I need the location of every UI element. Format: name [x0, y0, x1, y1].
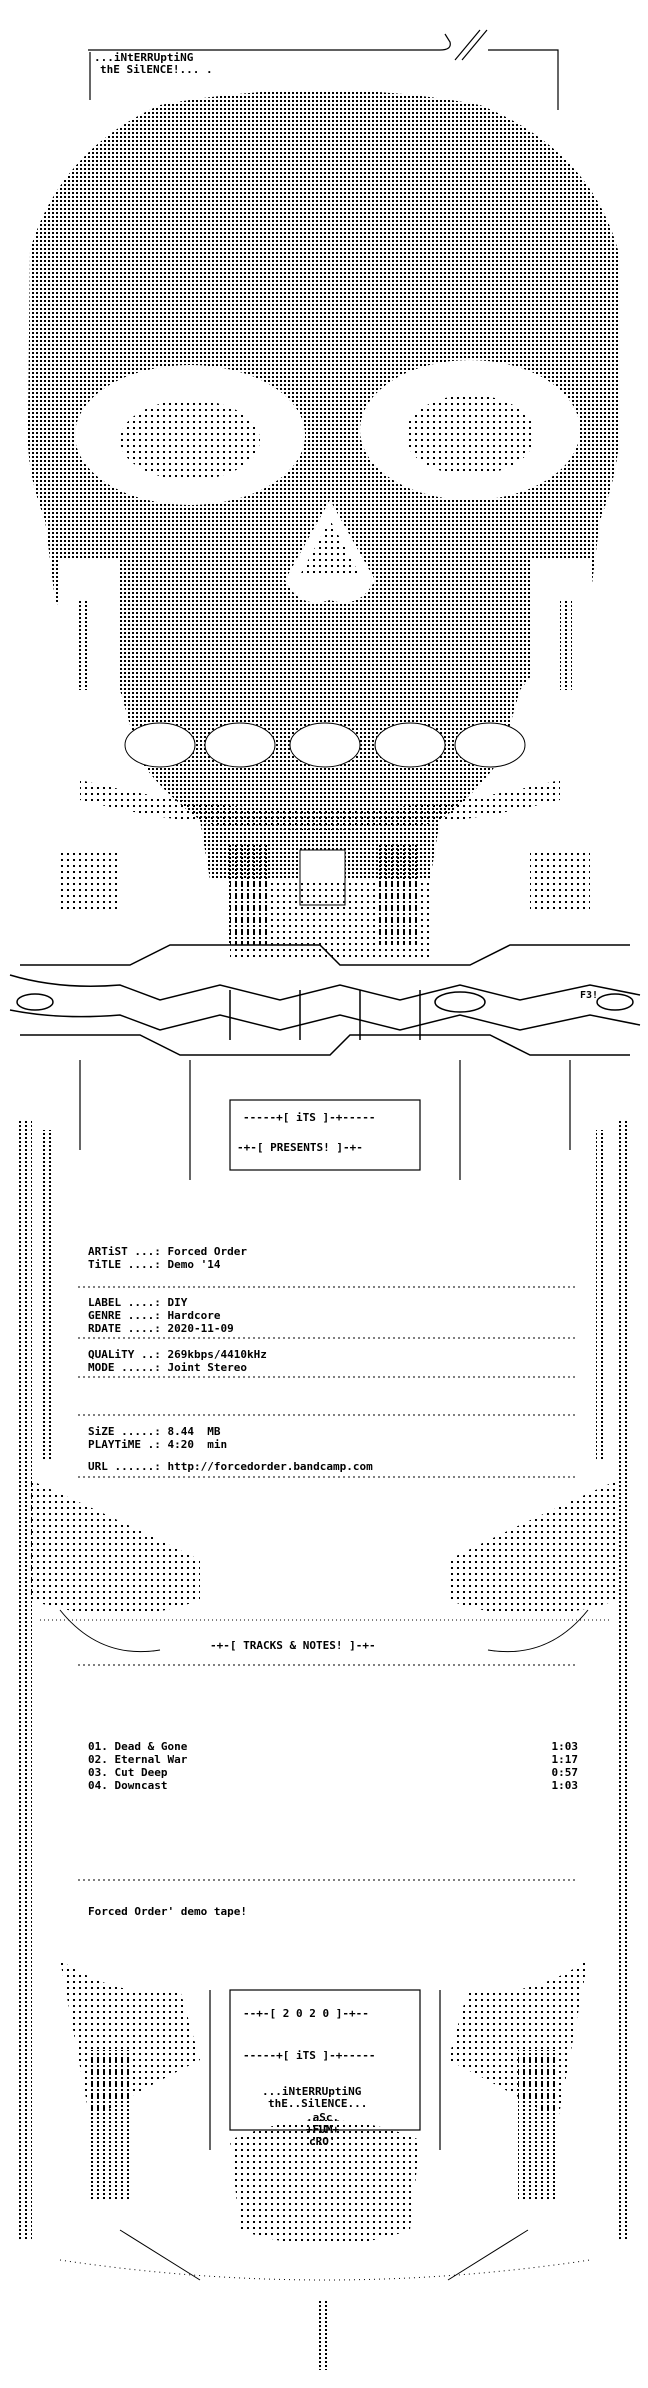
info-artist: ARTiST ...: Forced Order	[88, 1245, 247, 1258]
footer-line-2: thE..SilENCE...	[268, 2097, 368, 2110]
right-column-deco	[616, 1120, 630, 2240]
track-name: 02. Eternal War	[88, 1753, 188, 1766]
footer-year: 2 0 2 0	[282, 2007, 330, 2020]
ornament-band	[30, 1480, 618, 1653]
track-name: 04. Downcast	[88, 1779, 168, 1792]
footer-ornament	[59, 1960, 591, 2370]
table-row: 01. Dead & Gone 1:03	[88, 1740, 578, 1753]
header-line-1: ...iNtERRUptiNG	[94, 51, 194, 64]
banner-group: iTS	[295, 1111, 316, 1124]
footer-group: iTS	[295, 2049, 316, 2062]
footer-frame	[209, 1989, 441, 2150]
header-line-2: thE SilENCE!... .	[100, 63, 213, 76]
footer-year-line: --+-[ 2 0 2 0 ]-+--	[243, 2007, 369, 2020]
url-link[interactable]: http://forcedorder.bandcamp.com	[167, 1460, 373, 1473]
info-size: SiZE .....: 8.44 MB	[88, 1425, 221, 1438]
footer-credit-3: cRO'	[309, 2135, 336, 2148]
info-genre: GENRE ....: Hardcore	[88, 1309, 221, 1322]
right-column-deco-2	[596, 1130, 606, 1460]
release-notes: Forced Order' demo tape!	[88, 1905, 247, 1918]
track-time: 1:03	[551, 1779, 579, 1792]
tracks-header-line: -+-[ TRACKS & NOTES! ]-+-	[210, 1639, 376, 1652]
info-quality: QUALiTY ..: 269kbps/4410kHz	[88, 1348, 267, 1361]
info-title: TiTLE ....: Demo '14	[88, 1258, 221, 1271]
track-name: 01. Dead & Gone	[88, 1740, 188, 1753]
info-rdate: RDATE ....: 2020-11-09	[88, 1322, 234, 1335]
banner-group-line: -----+[ iTS ]-+-----	[243, 1111, 376, 1124]
footer-line-1: ...iNtERRUptiNG	[262, 2085, 362, 2098]
logo-shading	[230, 880, 430, 960]
info-mode: MODE .....: Joint Stereo	[88, 1361, 247, 1374]
footer-credit-1: .aSc.	[306, 2111, 340, 2124]
info-label: LABEL ....: DIY	[88, 1296, 188, 1309]
table-row: 02. Eternal War 1:17	[88, 1753, 578, 1766]
header-frame	[88, 29, 559, 110]
left-column-deco-2	[42, 1130, 52, 1460]
track-time: 1:03	[551, 1740, 579, 1753]
footer-credit-2: +FUM+	[306, 2123, 340, 2136]
left-column-deco	[18, 1120, 32, 2240]
track-time: 0:57	[551, 1766, 579, 1779]
tracks-header: TRACKS & NOTES!	[243, 1639, 343, 1652]
track-time: 1:17	[551, 1753, 579, 1766]
track-name: 03. Cut Deep	[88, 1766, 168, 1779]
table-row: 03. Cut Deep 0:57	[88, 1766, 578, 1779]
skull-icon	[27, 90, 620, 945]
table-row: 04. Downcast 1:03	[88, 1779, 578, 1792]
info-url: URL ......: http://forcedorder.bandcamp.…	[88, 1460, 373, 1473]
logo-tag: F3!	[580, 990, 599, 1001]
banner-presents-line: -+-[ PRESENTS! ]-+-	[237, 1141, 363, 1154]
footer-group-line: -----+[ iTS ]-+-----	[243, 2049, 376, 2062]
banner-presents: PRESENTS!	[270, 1141, 330, 1154]
logo-band	[9, 944, 641, 1056]
info-playtime: PLAYTiME .: 4:20 min	[88, 1438, 228, 1451]
banner-frame	[79, 1060, 571, 1180]
